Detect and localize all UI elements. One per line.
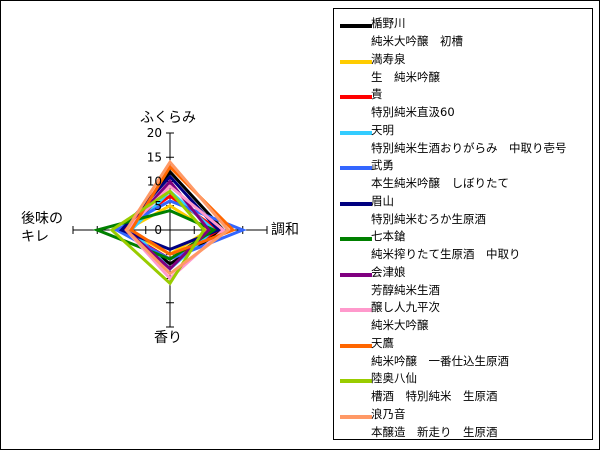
legend-series-name: 陸奥八仙 — [371, 371, 417, 385]
legend-item: 眉山特別純米むろか生原酒 — [334, 191, 592, 229]
legend-item: 天明特別純米生酒おりがらみ 中取り壱号 — [334, 120, 592, 158]
legend-item: 武勇本生純米吟醸 しぼりたて — [334, 155, 592, 193]
legend-series-name: 天明 — [371, 122, 394, 137]
legend-item: 陸奥八仙槽酒 特別純米 生原酒 — [334, 368, 592, 406]
radar-series-polygon — [124, 159, 231, 276]
legend-series-name: 満寿泉 — [371, 51, 406, 66]
axis-label-atoaji-no-kire: 後味の キレ — [21, 210, 81, 246]
legend-series-subtitle: 槽酒 特別純米 生原酒 — [371, 389, 498, 403]
radar-tick-label: 20 — [147, 126, 162, 140]
legend-series-name: 天鷹 — [371, 335, 394, 350]
legend-series-name: 浪乃音 — [371, 406, 406, 421]
legend-series-subtitle: 本生純米吟醸 しぼりたて — [371, 176, 509, 190]
legend-swatch — [340, 166, 372, 170]
legend-series-subtitle: 特別純米直汲60 — [371, 105, 455, 119]
axis-label-kaori: 香り — [154, 330, 182, 346]
legend-series-name: 眉山 — [371, 193, 394, 208]
legend-series-name: 七本鎗 — [371, 229, 406, 243]
legend-series-subtitle: 芳醇純米生酒 — [371, 282, 440, 297]
legend-series-name: 醸し人九平次 — [371, 300, 440, 314]
radar-series-polygon — [109, 189, 206, 286]
legend-item: 満寿泉生 純米吟醸 — [334, 49, 592, 87]
legend-swatch — [340, 95, 372, 99]
radar-tick-label: 0 — [154, 223, 162, 237]
legend-series-name: 貴 — [371, 87, 383, 101]
axis-label-chouwa: 調和 — [271, 222, 299, 238]
axis-label-left-line-2: キレ — [21, 229, 49, 245]
legend-swatch — [340, 59, 372, 64]
radar-tick-label: 5 — [154, 199, 162, 213]
legend-series-subtitle: 純米吟醸 一番仕込生原酒 — [371, 353, 509, 368]
legend-series-name: 楯野川 — [371, 16, 406, 30]
radar-chart: 0 5 10 15 20 — [72, 126, 268, 328]
legend-series-subtitle: 生 純米吟醸 — [371, 69, 440, 84]
legend-series-name: 会津娘 — [371, 264, 406, 279]
radar-tick-label: 10 — [147, 175, 162, 189]
legend-item: 浪乃音本醸造 新走り 生原酒 — [334, 404, 592, 442]
legend-series-subtitle: 特別純米生酒おりがらみ 中取り壱号 — [371, 140, 567, 155]
legend-item: 天鷹純米吟醸 一番仕込生原酒 — [334, 333, 592, 371]
legend-swatch — [340, 414, 372, 419]
legend-series-subtitle: 純米搾りたて生原酒 中取り — [371, 247, 521, 261]
legend-swatch — [340, 237, 372, 241]
legend-series-subtitle: 純米大吟醸 — [371, 318, 429, 332]
legend-swatch — [340, 201, 372, 206]
legend-series-name: 武勇 — [371, 158, 394, 172]
axis-label-left-line-1: 後味の — [21, 211, 63, 227]
legend-series-subtitle: 純米大吟醸 初槽 — [371, 34, 463, 48]
legend-swatch — [340, 308, 372, 312]
legend-swatch — [340, 343, 372, 348]
legend-swatch — [340, 130, 372, 135]
legend-item: 貴特別純米直汲60 — [334, 84, 592, 122]
legend-swatch — [340, 379, 372, 383]
legend-item: 七本鎗純米搾りたて生原酒 中取り — [334, 226, 592, 264]
legend-item: 会津娘芳醇純米生酒 — [334, 262, 592, 300]
axis-label-fukurami: ふくらみ — [140, 110, 196, 126]
legend-series-subtitle: 本醸造 新走り 生原酒 — [371, 424, 498, 439]
legend-item: 楯野川純米大吟醸 初槽 — [334, 13, 592, 51]
legend-series-subtitle: 特別純米むろか生原酒 — [371, 211, 486, 226]
legend-swatch — [340, 272, 372, 277]
radar-tick-label: 15 — [147, 150, 162, 164]
legend-item: 醸し人九平次純米大吟醸 — [334, 297, 592, 335]
legend-swatch — [340, 24, 372, 28]
